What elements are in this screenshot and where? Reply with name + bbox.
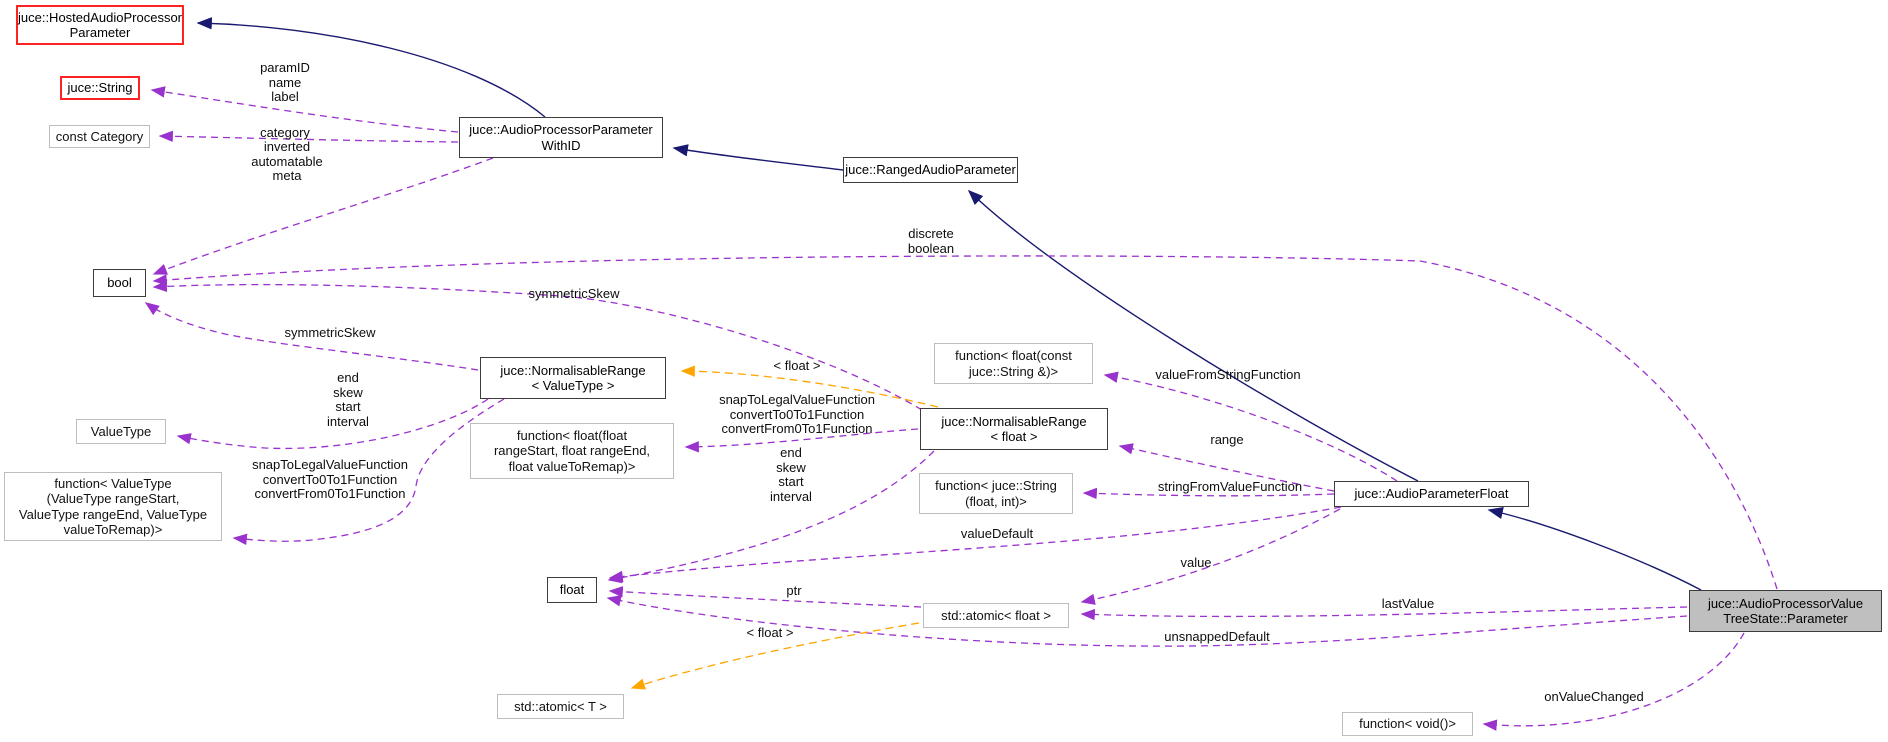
edge-label-value-from-string-function: valueFromStringFunction xyxy=(1155,367,1301,382)
node-label-line: function< juce::String xyxy=(935,478,1057,493)
node-juce-normalisable-range-valuetype[interactable]: juce::NormalisableRange < ValueType > xyxy=(480,357,666,399)
edge-apfloat-to-nrangef xyxy=(1118,443,1335,492)
edge-label-symmetricskew-upper: symmetricSkew xyxy=(528,286,620,301)
node-label-line: juce::String &)> xyxy=(968,363,1059,379)
node-label-line: juce::HostedAudioProcessor xyxy=(17,9,183,25)
node-label-line: < ValueType > xyxy=(531,378,615,393)
edge-label-range: range xyxy=(1210,432,1244,447)
node-label-line: (float, int)> xyxy=(965,493,1027,509)
edge-withid-to-category xyxy=(158,130,459,143)
edge-nrangevt-to-bool xyxy=(144,302,479,371)
edge-label-last-value: lastValue xyxy=(1381,596,1435,611)
edge-nrangevt-to-valuetype xyxy=(176,398,489,450)
node-label-line: juce::NormalisableRange xyxy=(941,413,1087,429)
edge-apfloat-to-float-valuedefault xyxy=(608,506,1342,583)
node-const-category: const Category xyxy=(49,125,150,148)
edge-apfloat-to-fntostring xyxy=(1082,487,1335,500)
edge-label-symmetricskew-lower: symmetricSkew xyxy=(284,325,376,340)
node-juce-normalisable-range-float[interactable]: juce::NormalisableRange < float > xyxy=(920,408,1108,450)
node-juce-hosted-audio-processor-parameter[interactable]: juce::HostedAudioProcessor Parameter xyxy=(16,5,184,45)
edge-apfloat-to-fnfromstring xyxy=(1103,371,1398,482)
node-label-line: juce::String xyxy=(67,80,133,96)
edge-label-template-float-lower: < float > xyxy=(746,625,794,640)
node-label-line: juce::AudioProcessorParameter xyxy=(469,122,653,137)
node-label-line: (ValueType rangeStart, xyxy=(46,491,180,506)
node-label-line: std::atomic< float > xyxy=(941,607,1051,623)
edge-withid-to-hosted xyxy=(196,17,546,118)
node-function-string-from-float: function< juce::String (float, int)> xyxy=(919,473,1073,514)
node-label-line: < float > xyxy=(990,429,1038,444)
node-juce-audio-parameter-float[interactable]: juce::AudioParameterFloat xyxy=(1334,481,1529,507)
edge-parameter-to-atomicfloat-lastvalue xyxy=(1080,606,1688,621)
edge-parameter-to-apfloat xyxy=(1487,507,1702,591)
edge-label-string-from-value-function: stringFromValueFunction xyxy=(1157,479,1303,494)
node-std-atomic-t: std::atomic< T > xyxy=(497,694,624,719)
node-label-line: Parameter xyxy=(69,25,131,40)
node-function-float-remap: function< float(float rangeStart, float … xyxy=(470,423,674,479)
edge-parameter-to-fnvoid xyxy=(1482,632,1745,731)
node-label-line: juce::AudioParameterFloat xyxy=(1354,486,1509,502)
node-label-line: function< float(float xyxy=(516,427,628,443)
node-juce-ranged-audio-parameter[interactable]: juce::RangedAudioParameter xyxy=(843,157,1018,183)
node-float: float xyxy=(547,577,597,603)
edge-label-value-default: valueDefault xyxy=(960,526,1034,541)
edge-withid-to-bool xyxy=(152,157,494,275)
node-label-line: std::atomic< T > xyxy=(514,698,607,714)
node-juce-audio-processor-value-tree-state-parameter[interactable]: juce::AudioProcessorValue TreeState::Par… xyxy=(1689,590,1882,632)
node-std-atomic-float: std::atomic< float > xyxy=(923,603,1069,628)
node-label-line: TreeState::Parameter xyxy=(1723,611,1848,626)
node-label-line: rangeStart, float rangeEnd, xyxy=(493,443,651,459)
edge-label-unsnapped-default: unsnappedDefault xyxy=(1164,629,1270,644)
edge-withid-to-string xyxy=(150,86,459,133)
node-label-line: ValueType xyxy=(90,423,152,439)
edge-ranged-to-withid xyxy=(672,144,844,171)
node-function-float-from-string: function< float(const juce::String &)> xyxy=(934,343,1093,384)
node-label-line: juce::NormalisableRange xyxy=(500,362,646,378)
node-bool: bool xyxy=(93,269,146,297)
node-label-line: juce::RangedAudioParameter xyxy=(845,162,1016,178)
edge-apfloat-to-atomicfloat-value xyxy=(1080,508,1341,605)
node-label-line: ValueType rangeEnd, ValueType xyxy=(18,506,208,522)
template-edges xyxy=(630,365,939,690)
node-label-line: function< ValueType xyxy=(54,475,172,491)
edge-label-category: category xyxy=(260,125,310,140)
node-label-line: valueToRemap)> xyxy=(63,522,163,537)
node-label-line: function< float(const xyxy=(955,348,1072,363)
node-valuetype: ValueType xyxy=(76,419,166,444)
node-label-line: WithID xyxy=(541,137,581,153)
edge-parameter-to-float-unsnapped xyxy=(606,595,1688,647)
node-label-line: float xyxy=(559,582,585,598)
edge-nrangevt-to-fnvaluetype xyxy=(232,398,505,546)
edge-nrangef-to-nrangevt-template xyxy=(680,365,939,408)
node-label-line: const Category xyxy=(55,128,144,144)
edge-nrangef-to-fnfloat3 xyxy=(684,428,919,453)
node-label-line: function< void()> xyxy=(1359,716,1456,732)
node-function-void: function< void()> xyxy=(1342,712,1473,736)
edge-label-on-value-changed: onValueChanged xyxy=(1544,689,1644,704)
edge-atomicfloat-to-atomict-template xyxy=(630,622,920,690)
node-label-line: bool xyxy=(107,275,132,291)
edge-label-ptr: ptr xyxy=(786,583,802,598)
edge-label-value: value xyxy=(1180,555,1212,570)
edge-atomicfloat-to-float-ptr xyxy=(608,586,922,608)
node-function-valuetype-remap: function< ValueType (ValueType rangeStar… xyxy=(4,472,222,541)
edge-label-template-float-upper: < float > xyxy=(773,358,821,373)
node-juce-string[interactable]: juce::String xyxy=(60,76,140,100)
node-label-line: juce::AudioProcessorValue xyxy=(1707,595,1864,611)
node-juce-audio-processor-parameter-with-id[interactable]: juce::AudioProcessorParameter WithID xyxy=(459,117,663,158)
node-label-line: float valueToRemap)> xyxy=(508,458,636,474)
